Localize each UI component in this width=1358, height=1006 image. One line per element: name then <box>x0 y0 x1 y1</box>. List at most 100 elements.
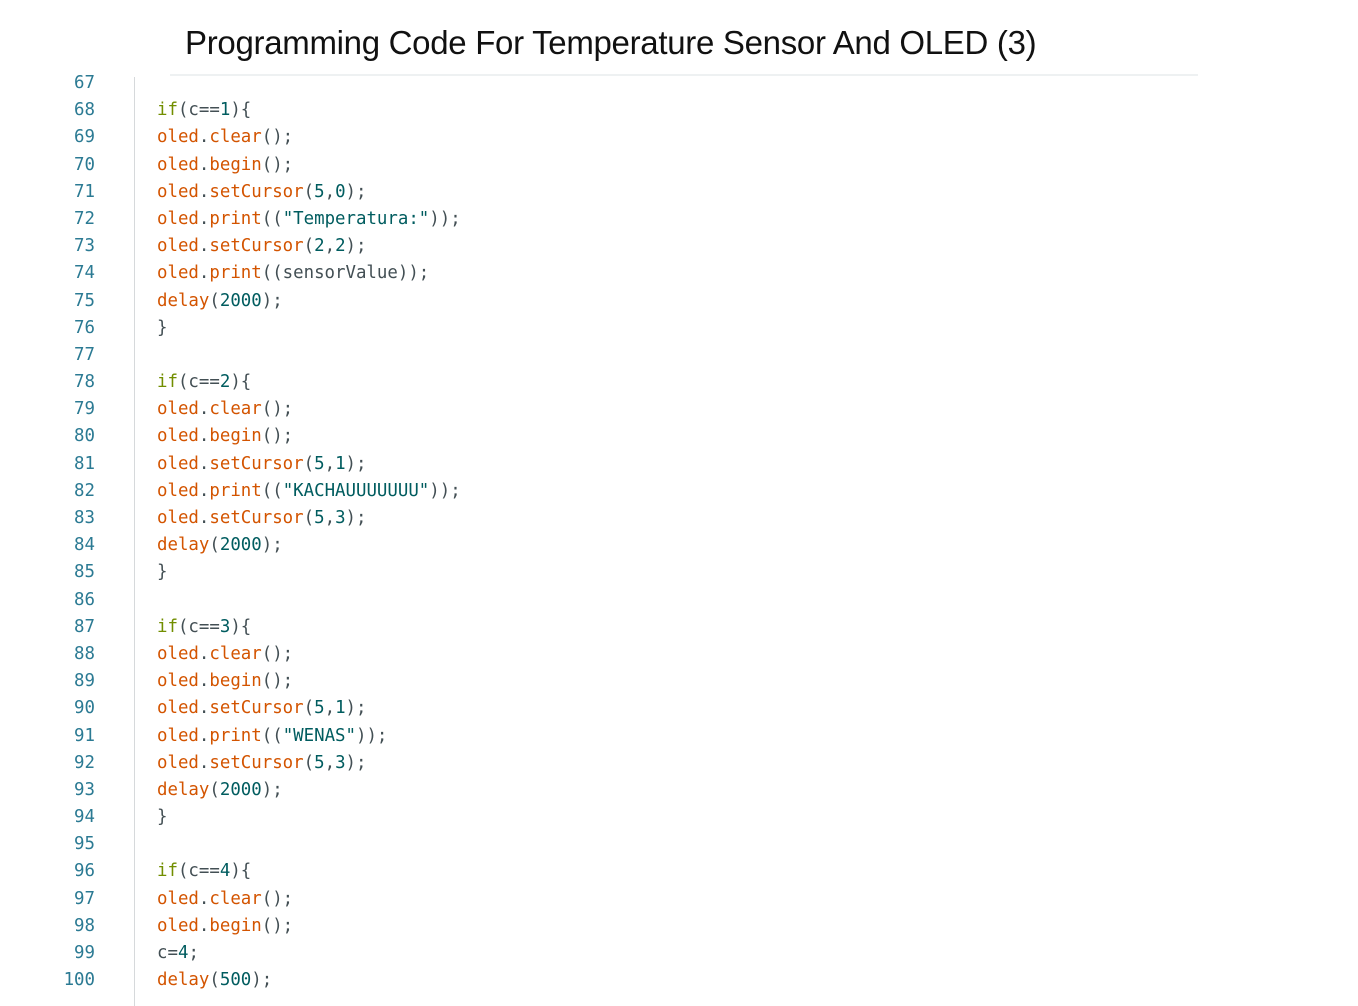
code-line[interactable]: 95 <box>0 831 1358 858</box>
code-token: begin <box>209 671 262 692</box>
line-number: 99 <box>74 943 95 963</box>
code-text: oled.begin(); <box>157 152 293 179</box>
code-token: delay <box>157 535 210 556</box>
page-title: Programming Code For Temperature Sensor … <box>185 24 1037 61</box>
code-token: oled <box>157 480 199 501</box>
code-token: setCursor <box>209 508 304 528</box>
line-number: 89 <box>74 671 95 692</box>
code-token: begin <box>209 426 262 447</box>
code-token: (); <box>261 154 294 175</box>
code-text: oled.print(("Temperatura:")); <box>157 206 461 233</box>
code-token: ); <box>345 752 367 773</box>
code-line[interactable]: 99 c=4; <box>0 940 1358 967</box>
code-line[interactable]: 77 <box>0 342 1358 369</box>
code-line[interactable]: 86 <box>0 587 1358 614</box>
code-text: } <box>157 804 167 831</box>
code-token: , <box>324 698 336 719</box>
code-token: , <box>324 453 336 474</box>
code-token: print <box>209 263 262 284</box>
code-token: ); <box>261 535 283 556</box>
code-text: } <box>157 315 167 342</box>
code-text: oled.clear(); <box>157 396 293 423</box>
code-token: 1 <box>335 698 346 719</box>
code-token: 2000 <box>219 290 262 311</box>
code-token: (( <box>261 208 283 229</box>
code-token: (c== <box>177 100 220 121</box>
code-token: , <box>324 181 336 202</box>
code-line[interactable]: 76} <box>0 315 1358 342</box>
code-text: oled.clear(); <box>157 886 293 913</box>
code-token: oled <box>157 453 199 474</box>
code-text: delay(2000); <box>157 288 283 315</box>
code-token: delay <box>157 290 210 311</box>
code-token: oled <box>157 181 199 202</box>
code-text: c=4; <box>157 940 199 967</box>
code-token: . <box>198 208 210 229</box>
code-token: ); <box>261 290 283 311</box>
code-token: if <box>157 616 178 637</box>
line-number: 90 <box>74 698 95 719</box>
code-token: clear <box>209 127 262 148</box>
code-text: oled.print(("WENAS")); <box>157 723 387 750</box>
code-token: . <box>198 752 210 773</box>
code-token: clear <box>209 888 262 909</box>
code-token: ( <box>303 508 315 528</box>
code-token: )); <box>429 480 461 501</box>
code-text: oled.setCursor(5,1); <box>157 451 367 478</box>
code-token: (( <box>261 480 283 501</box>
code-token: . <box>198 915 210 936</box>
code-text: if(c==3){ <box>157 614 251 641</box>
code-token: "WENAS" <box>282 725 356 746</box>
code-token: 3 <box>335 752 346 773</box>
code-token: ){ <box>230 616 252 637</box>
code-token: delay <box>157 779 210 800</box>
code-text: oled.print((sensorValue)); <box>157 260 429 287</box>
code-token: 4 <box>219 861 231 882</box>
code-token: (c== <box>177 616 220 637</box>
code-token: 3 <box>219 616 231 637</box>
code-line[interactable]: 85} <box>0 559 1358 586</box>
code-token: )); <box>429 208 461 229</box>
code-token: ){ <box>230 372 252 393</box>
code-token: setCursor <box>209 236 304 257</box>
code-token: 5 <box>314 453 325 474</box>
code-token: oled <box>157 915 199 936</box>
code-line[interactable]: 94} <box>0 804 1358 831</box>
code-token: oled <box>157 208 199 229</box>
code-token: oled <box>157 236 199 257</box>
code-text: } <box>157 559 167 586</box>
code-line[interactable]: 67 <box>0 70 1358 97</box>
code-token: (); <box>261 399 294 420</box>
code-token: if <box>157 861 178 882</box>
code-token: . <box>198 236 210 257</box>
code-token: . <box>198 888 210 909</box>
code-token: 5 <box>314 508 325 528</box>
